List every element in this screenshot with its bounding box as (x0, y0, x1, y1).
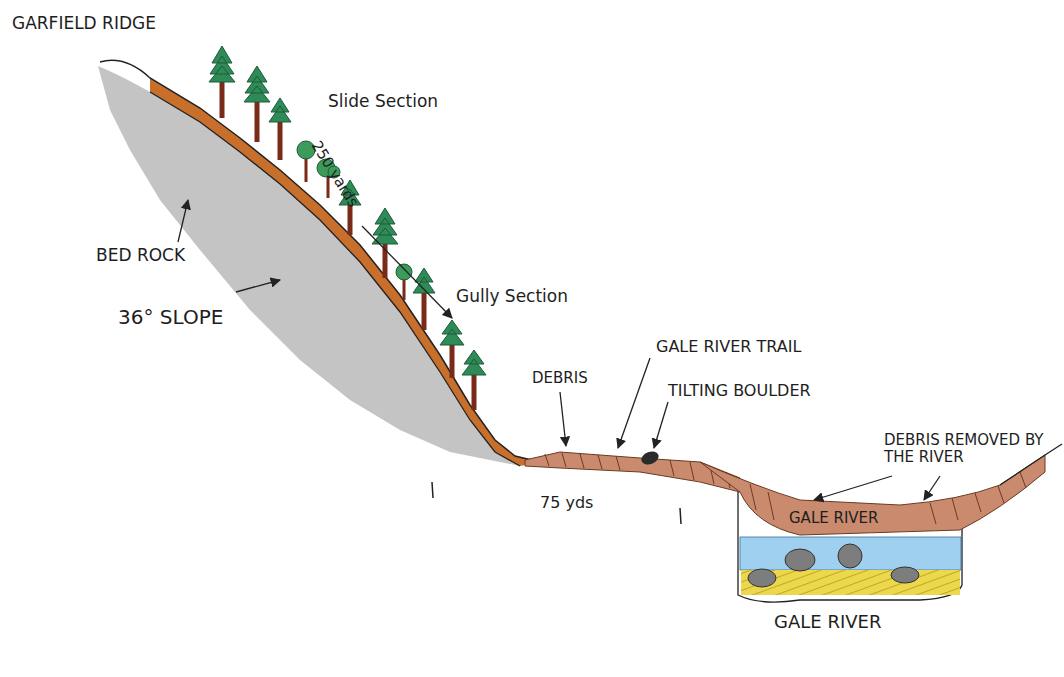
feature-label: DEBRIS (532, 370, 588, 387)
debris-hatching (545, 453, 730, 488)
debris-fan (525, 452, 740, 492)
river-label: GALE RIVER (786, 510, 882, 527)
feature-label: GALE RIVER TRAIL (656, 338, 801, 356)
dimension: 250 yards (307, 138, 361, 211)
river-water (740, 537, 961, 570)
trees (209, 46, 486, 410)
layer-label: BED ROCK (96, 246, 185, 266)
bedrock (98, 66, 520, 466)
river-gravel (741, 570, 960, 595)
soil-layer (150, 78, 540, 466)
leader-arrows (178, 200, 940, 500)
section-label: Slide Section (328, 92, 438, 112)
feature-note: DEBRIS REMOVED BY THE RIVER (884, 432, 1044, 467)
slope-angle: 36° SLOPE (118, 306, 223, 329)
river-label: GALE RIVER (774, 612, 881, 633)
ridge-name: GARFIELD RIDGE (12, 14, 156, 34)
tilting-boulder (639, 449, 660, 466)
river-boulders (748, 544, 919, 587)
debris-removed (700, 455, 1045, 535)
feature-label: TILTING BOULDER (668, 382, 811, 400)
tick-mark (680, 508, 681, 524)
tick-mark (432, 482, 433, 498)
section-label: Gully Section (456, 287, 568, 307)
river-bank (1000, 444, 1062, 485)
bedrock-line (150, 92, 520, 466)
dimension: 75 yds (540, 494, 593, 512)
